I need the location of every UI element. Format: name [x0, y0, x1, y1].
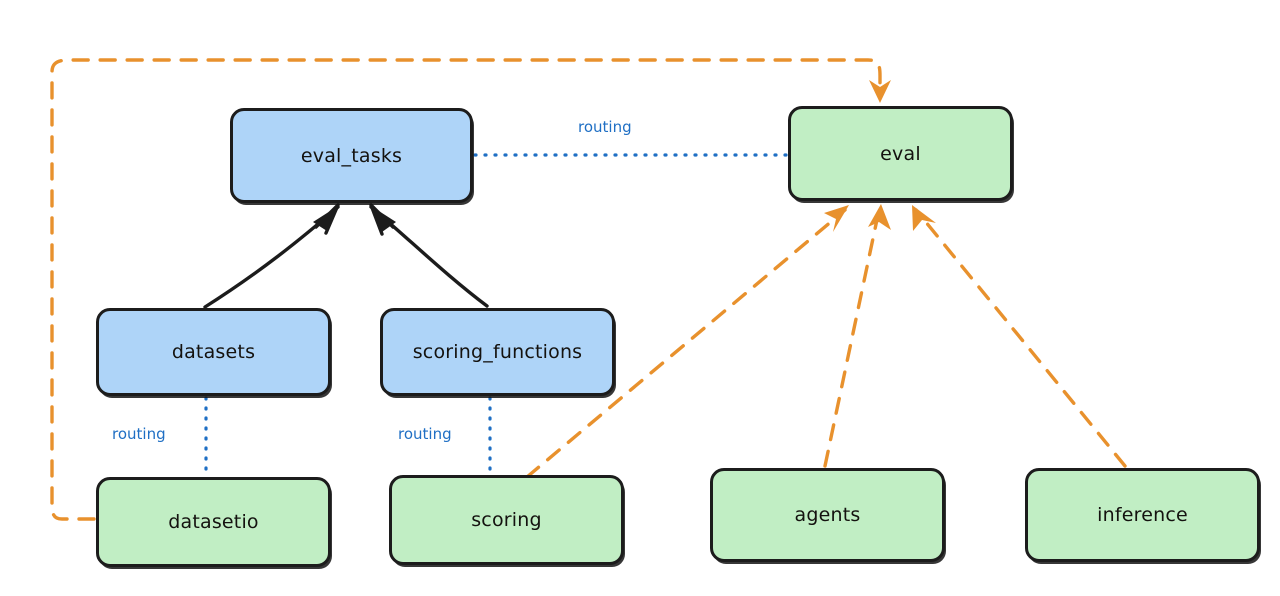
node-label-inference: inference: [1097, 504, 1188, 526]
node-agents[interactable]: agents: [710, 468, 945, 562]
edge-scoring-to-eval: [525, 205, 849, 479]
node-label-eval: eval: [880, 142, 921, 165]
node-eval[interactable]: eval: [788, 106, 1013, 201]
edge-label-routing-datasets-datasetio: routing: [112, 425, 166, 443]
node-scoring[interactable]: scoring: [389, 475, 624, 565]
node-datasetio[interactable]: datasetio: [96, 477, 331, 567]
edge-label-routing-scoring-functions-scoring: routing: [398, 425, 452, 443]
node-label-datasetio: datasetio: [168, 511, 259, 533]
edge-datasets-to-eval_tasks: [203, 203, 340, 309]
node-inference[interactable]: inference: [1025, 468, 1260, 562]
edge-inference-to-eval: [912, 205, 1127, 468]
node-label-agents: agents: [794, 504, 861, 526]
edge-scoring_functions-to-eval_tasks: [369, 203, 489, 308]
edge-label-routing-eval-tasks-eval: routing: [578, 118, 632, 136]
node-label-eval-tasks: eval_tasks: [300, 144, 403, 167]
node-eval-tasks[interactable]: eval_tasks: [230, 108, 473, 203]
edge-datasetio-to-eval: [50, 58, 891, 521]
node-scoring-functions[interactable]: scoring_functions: [380, 308, 615, 396]
node-label-scoring-functions: scoring_functions: [412, 341, 583, 363]
node-label-scoring: scoring: [471, 509, 542, 531]
edge-agents-to-eval: [823, 204, 891, 468]
node-label-datasets: datasets: [171, 341, 256, 363]
node-datasets[interactable]: datasets: [96, 308, 331, 396]
